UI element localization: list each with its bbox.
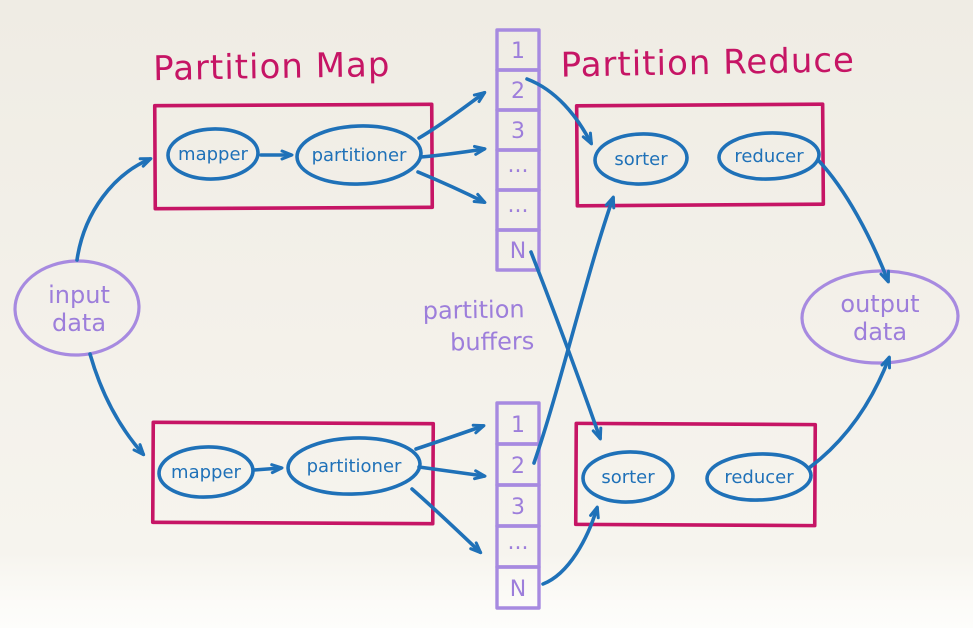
arrow-input-to-top-map — [75, 157, 153, 262]
output-data-label-line2: data — [853, 318, 907, 346]
buffer-cell — [495, 565, 541, 610]
bottom-sorter-label: sorter — [601, 467, 655, 488]
input-data-bubble: input data — [13, 259, 141, 357]
input-data-label-line1: input — [48, 281, 110, 309]
partition-buffers-label-line1: partition — [422, 295, 524, 325]
buffer-cell-label: ... — [508, 153, 529, 178]
buffer-cell-label: 1 — [511, 413, 525, 438]
bottom-buffer-stack: 1 2 3 ... N — [495, 401, 541, 610]
arrow-bottom-buffer-to-top-sorter — [532, 195, 616, 465]
output-data-label-line1: output — [840, 290, 919, 318]
arrow-bottom-partitioner-to-buffer-cell2 — [417, 465, 487, 481]
top-reducer-label: reducer — [734, 146, 804, 167]
top-sorter-node — [593, 132, 689, 186]
buffer-cell-label: 3 — [511, 495, 525, 520]
partition-buffers-label-line2: buffers — [450, 327, 535, 356]
arrow-bottom-mapper-to-partitioner — [252, 463, 284, 475]
top-partitioner-node — [295, 124, 423, 186]
bottom-map-box: mapper partitioner — [150, 420, 436, 526]
buffer-cell-label: 2 — [511, 454, 525, 479]
top-map-box: mapper partitioner — [152, 102, 435, 211]
top-sorter-label: sorter — [614, 149, 668, 170]
arrow-bottom-reducer-to-output — [807, 355, 892, 470]
arrow-input-to-bottom-map — [88, 352, 146, 457]
top-reducer-node — [717, 131, 821, 181]
buffer-cell-label: ... — [508, 193, 529, 218]
bottom-reducer-label: reducer — [724, 467, 794, 488]
arrow-bottom-partitioner-to-buffer-cell1 — [414, 423, 486, 451]
arrow-top-partitioner-to-buffer-cell2 — [417, 90, 487, 140]
arrow-top-buffer-to-top-sorter — [525, 77, 593, 146]
input-data-label-line2: data — [52, 309, 106, 337]
bottom-reduce-box: sorter reducer — [573, 421, 818, 528]
bottom-partitioner-label: partitioner — [307, 456, 402, 477]
arrow-top-partitioner-to-buffer-mid — [419, 144, 487, 159]
flow-arrows — [75, 77, 892, 586]
buffer-cell-label: 3 — [511, 119, 525, 144]
partition-map-title: Partition Map — [153, 45, 391, 89]
buffer-cell-label: N — [510, 577, 526, 602]
bottom-partitioner-node — [286, 436, 422, 496]
arrow-bottom-partitioner-to-buffer-low — [410, 487, 483, 555]
top-partitioner-label: partitioner — [312, 145, 407, 166]
arrow-top-buffer-to-bottom-sorter — [529, 250, 603, 441]
top-mapper-label: mapper — [178, 144, 248, 165]
top-buffer-stack: 1 2 3 ... ... N — [495, 28, 541, 272]
top-reduce-box: sorter reducer — [574, 102, 826, 208]
arrow-top-partitioner-to-buffer-low — [416, 170, 487, 204]
arrow-top-reducer-to-output — [817, 159, 890, 284]
buffer-cell-label: N — [510, 239, 526, 264]
bottom-mapper-label: mapper — [171, 462, 241, 483]
arrow-bottom-buffer-to-bottom-sorter — [541, 505, 600, 586]
partition-buffers-label: partition buffers — [422, 295, 535, 356]
bottom-reducer-node — [705, 452, 813, 502]
buffer-cell — [495, 228, 541, 272]
partition-reduce-title: Partition Reduce — [560, 40, 855, 85]
output-data-bubble: output data — [800, 269, 960, 365]
top-mapper-node — [166, 127, 260, 181]
buffer-cell-label: 1 — [511, 39, 525, 64]
buffer-cell-label: ... — [508, 530, 529, 555]
buffer-cell-label: 2 — [511, 79, 525, 104]
bottom-sorter-node — [581, 450, 675, 504]
